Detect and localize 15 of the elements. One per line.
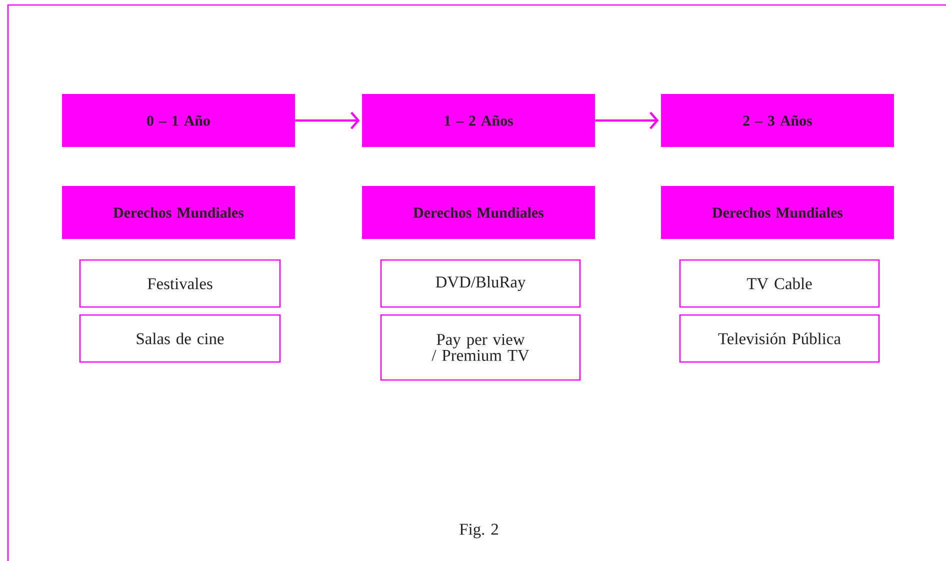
arrow bbox=[295, 112, 360, 130]
header-box: Derechos Mundiales bbox=[661, 186, 894, 239]
item-box: Festivales bbox=[79, 259, 281, 308]
header-box: 1 – 2 Años bbox=[362, 94, 595, 147]
item-box: TV Cable bbox=[679, 259, 880, 308]
header-box: Derechos Mundiales bbox=[62, 186, 295, 239]
header-box: 2 – 3 Años bbox=[661, 94, 894, 147]
caption: Fig. 2 bbox=[460, 524, 498, 538]
item-box: DVD/BluRay bbox=[380, 259, 581, 308]
item-box: Pay per view / Premium TV bbox=[380, 314, 581, 381]
header-box: 0 – 1 Año bbox=[62, 94, 295, 147]
item-box: Televisión Pública bbox=[679, 314, 880, 363]
header-box: Derechos Mundiales bbox=[362, 186, 595, 239]
item-box: Salas de cine bbox=[79, 314, 281, 363]
arrow bbox=[595, 112, 659, 130]
